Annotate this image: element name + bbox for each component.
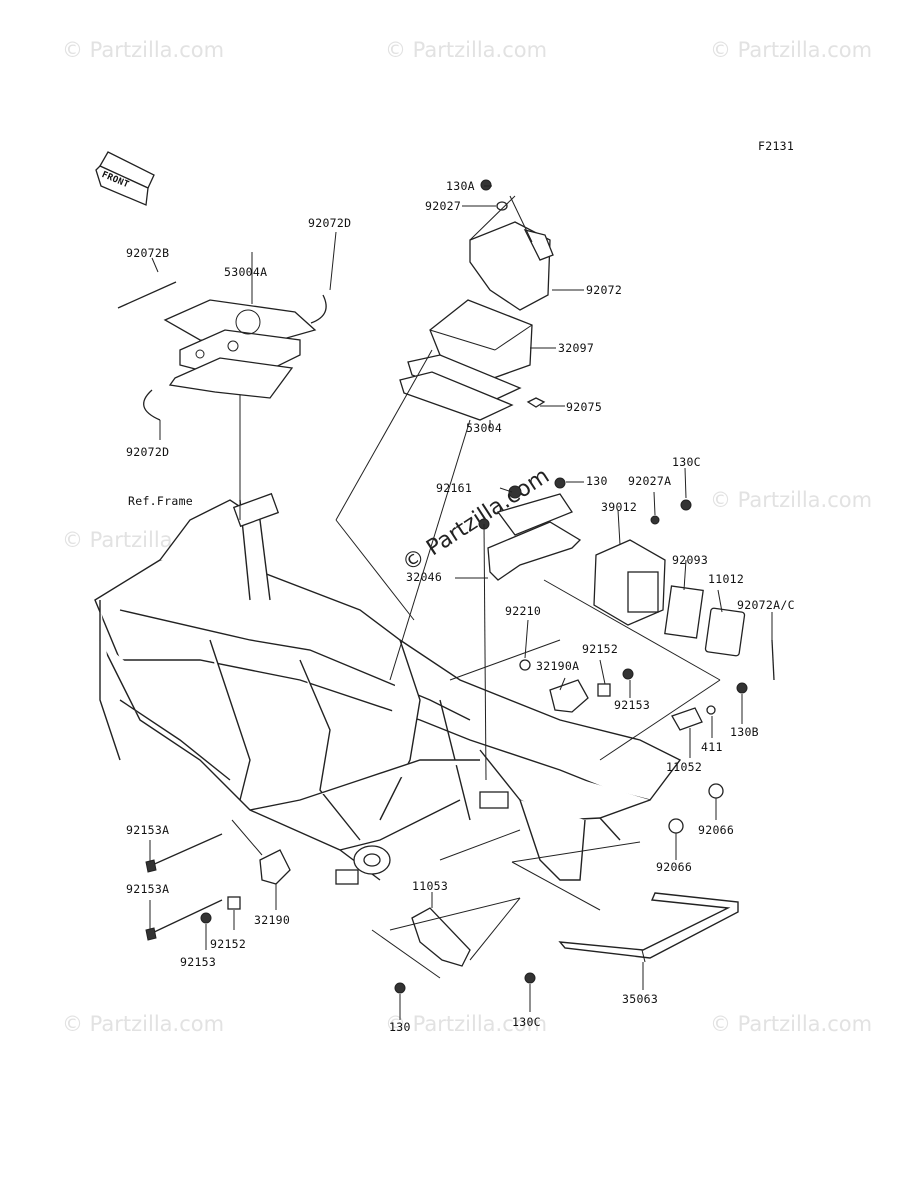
callout: 130 [389, 1020, 411, 1034]
callout: 11052 [666, 760, 703, 774]
cap-92066 [708, 783, 724, 799]
watermark: © Partzilla.com [710, 38, 873, 62]
callout: 92072D [126, 445, 170, 459]
callout: 92153A [126, 882, 170, 896]
washer-411 [706, 705, 716, 715]
bracket-32190 [259, 849, 291, 885]
callout: 92075 [566, 400, 603, 414]
callout: 92066 [698, 823, 735, 837]
bolt-130-bottom [394, 982, 406, 994]
callout: 92152 [210, 937, 247, 951]
bolt-130c-bottom [524, 972, 536, 984]
callout: 92072A/C [737, 598, 795, 612]
bolt-92161 [508, 485, 522, 499]
bolt-head-92153a-2 [145, 927, 157, 941]
bolt-92153 [622, 668, 634, 680]
callout: 32097 [558, 341, 595, 355]
watermark: © Partzilla.com [385, 38, 548, 62]
bolt-92153a [149, 833, 223, 867]
tie-strap-92072b [117, 281, 177, 309]
callout: 92027 [425, 199, 462, 213]
bolt-130 [554, 477, 566, 489]
callout: 92153 [180, 955, 217, 969]
bolt-92153b [200, 912, 212, 924]
washer-92027a [650, 515, 660, 525]
gasket-92093 [664, 585, 704, 639]
callout: 130A [446, 179, 475, 193]
callout: 11053 [412, 879, 449, 893]
plate-11053 [411, 907, 471, 967]
callout: 92152 [582, 642, 619, 656]
callout: 35063 [622, 992, 659, 1006]
callout: 53004A [224, 265, 268, 279]
bolt-92153a-2 [149, 899, 223, 935]
washer-92027 [496, 201, 508, 211]
callout: 92072 [586, 283, 623, 297]
main-frame [94, 492, 682, 885]
assembly-guides [231, 195, 721, 979]
bolt-head-92153a [145, 859, 157, 873]
guard-35063 [558, 892, 739, 963]
callout: 130B [730, 725, 759, 739]
bracket-32190a [549, 679, 589, 713]
watermark: © Partzilla.com [62, 1012, 225, 1036]
callout: 130 [586, 474, 608, 488]
box-32097 [429, 299, 533, 381]
callout: 32046 [406, 570, 443, 584]
collar-92152 [597, 683, 611, 697]
watermark: © Partzilla.com [710, 1012, 873, 1036]
callout: 92072B [126, 246, 170, 260]
battery-case-39012 [593, 539, 666, 626]
strap-92072ac [771, 639, 775, 681]
cap-92066b [668, 818, 684, 834]
callout: 92066 [656, 860, 693, 874]
cap-11012 [704, 607, 746, 657]
bolt-130b [736, 682, 748, 694]
ref-frame-label: Ref.Frame [128, 494, 194, 508]
callout: 92153A [126, 823, 170, 837]
callout: 92161 [436, 481, 473, 495]
cover-92072 [469, 221, 554, 311]
clamp-92072d [310, 294, 327, 324]
collar-92152b [227, 896, 241, 910]
callout: 39012 [601, 500, 638, 514]
bolt-130c [680, 499, 692, 511]
callout: 411 [701, 740, 723, 754]
pad-53004 [399, 354, 522, 421]
callout: 11012 [708, 572, 745, 586]
callout: 53004 [466, 421, 503, 435]
insulator-plate-53004a [163, 299, 317, 399]
callout: 92027A [628, 474, 672, 488]
callout: 130C [512, 1015, 541, 1029]
watermark: © Partzilla.com [62, 38, 225, 62]
watermark: © Partzilla.com [710, 488, 873, 512]
clamp-92072d [143, 389, 161, 421]
holder-11052 [671, 707, 703, 731]
figure-code: F2131 [758, 139, 795, 153]
watermark: © Partzilla.com [385, 1012, 548, 1036]
callout: 92210 [505, 604, 542, 618]
callout: 32190A [536, 659, 580, 673]
callout: 32190 [254, 913, 291, 927]
callout: 92072D [308, 216, 352, 230]
callout: 92093 [672, 553, 709, 567]
grommet-92075 [526, 397, 546, 408]
callout: 92153 [614, 698, 651, 712]
leader-lines [149, 185, 773, 1020]
bolt-130a [480, 179, 492, 191]
bracket-32046 [487, 493, 582, 581]
callout: 130C [672, 455, 701, 469]
nut-92210 [519, 659, 531, 671]
front-arrow-icon [95, 151, 155, 206]
